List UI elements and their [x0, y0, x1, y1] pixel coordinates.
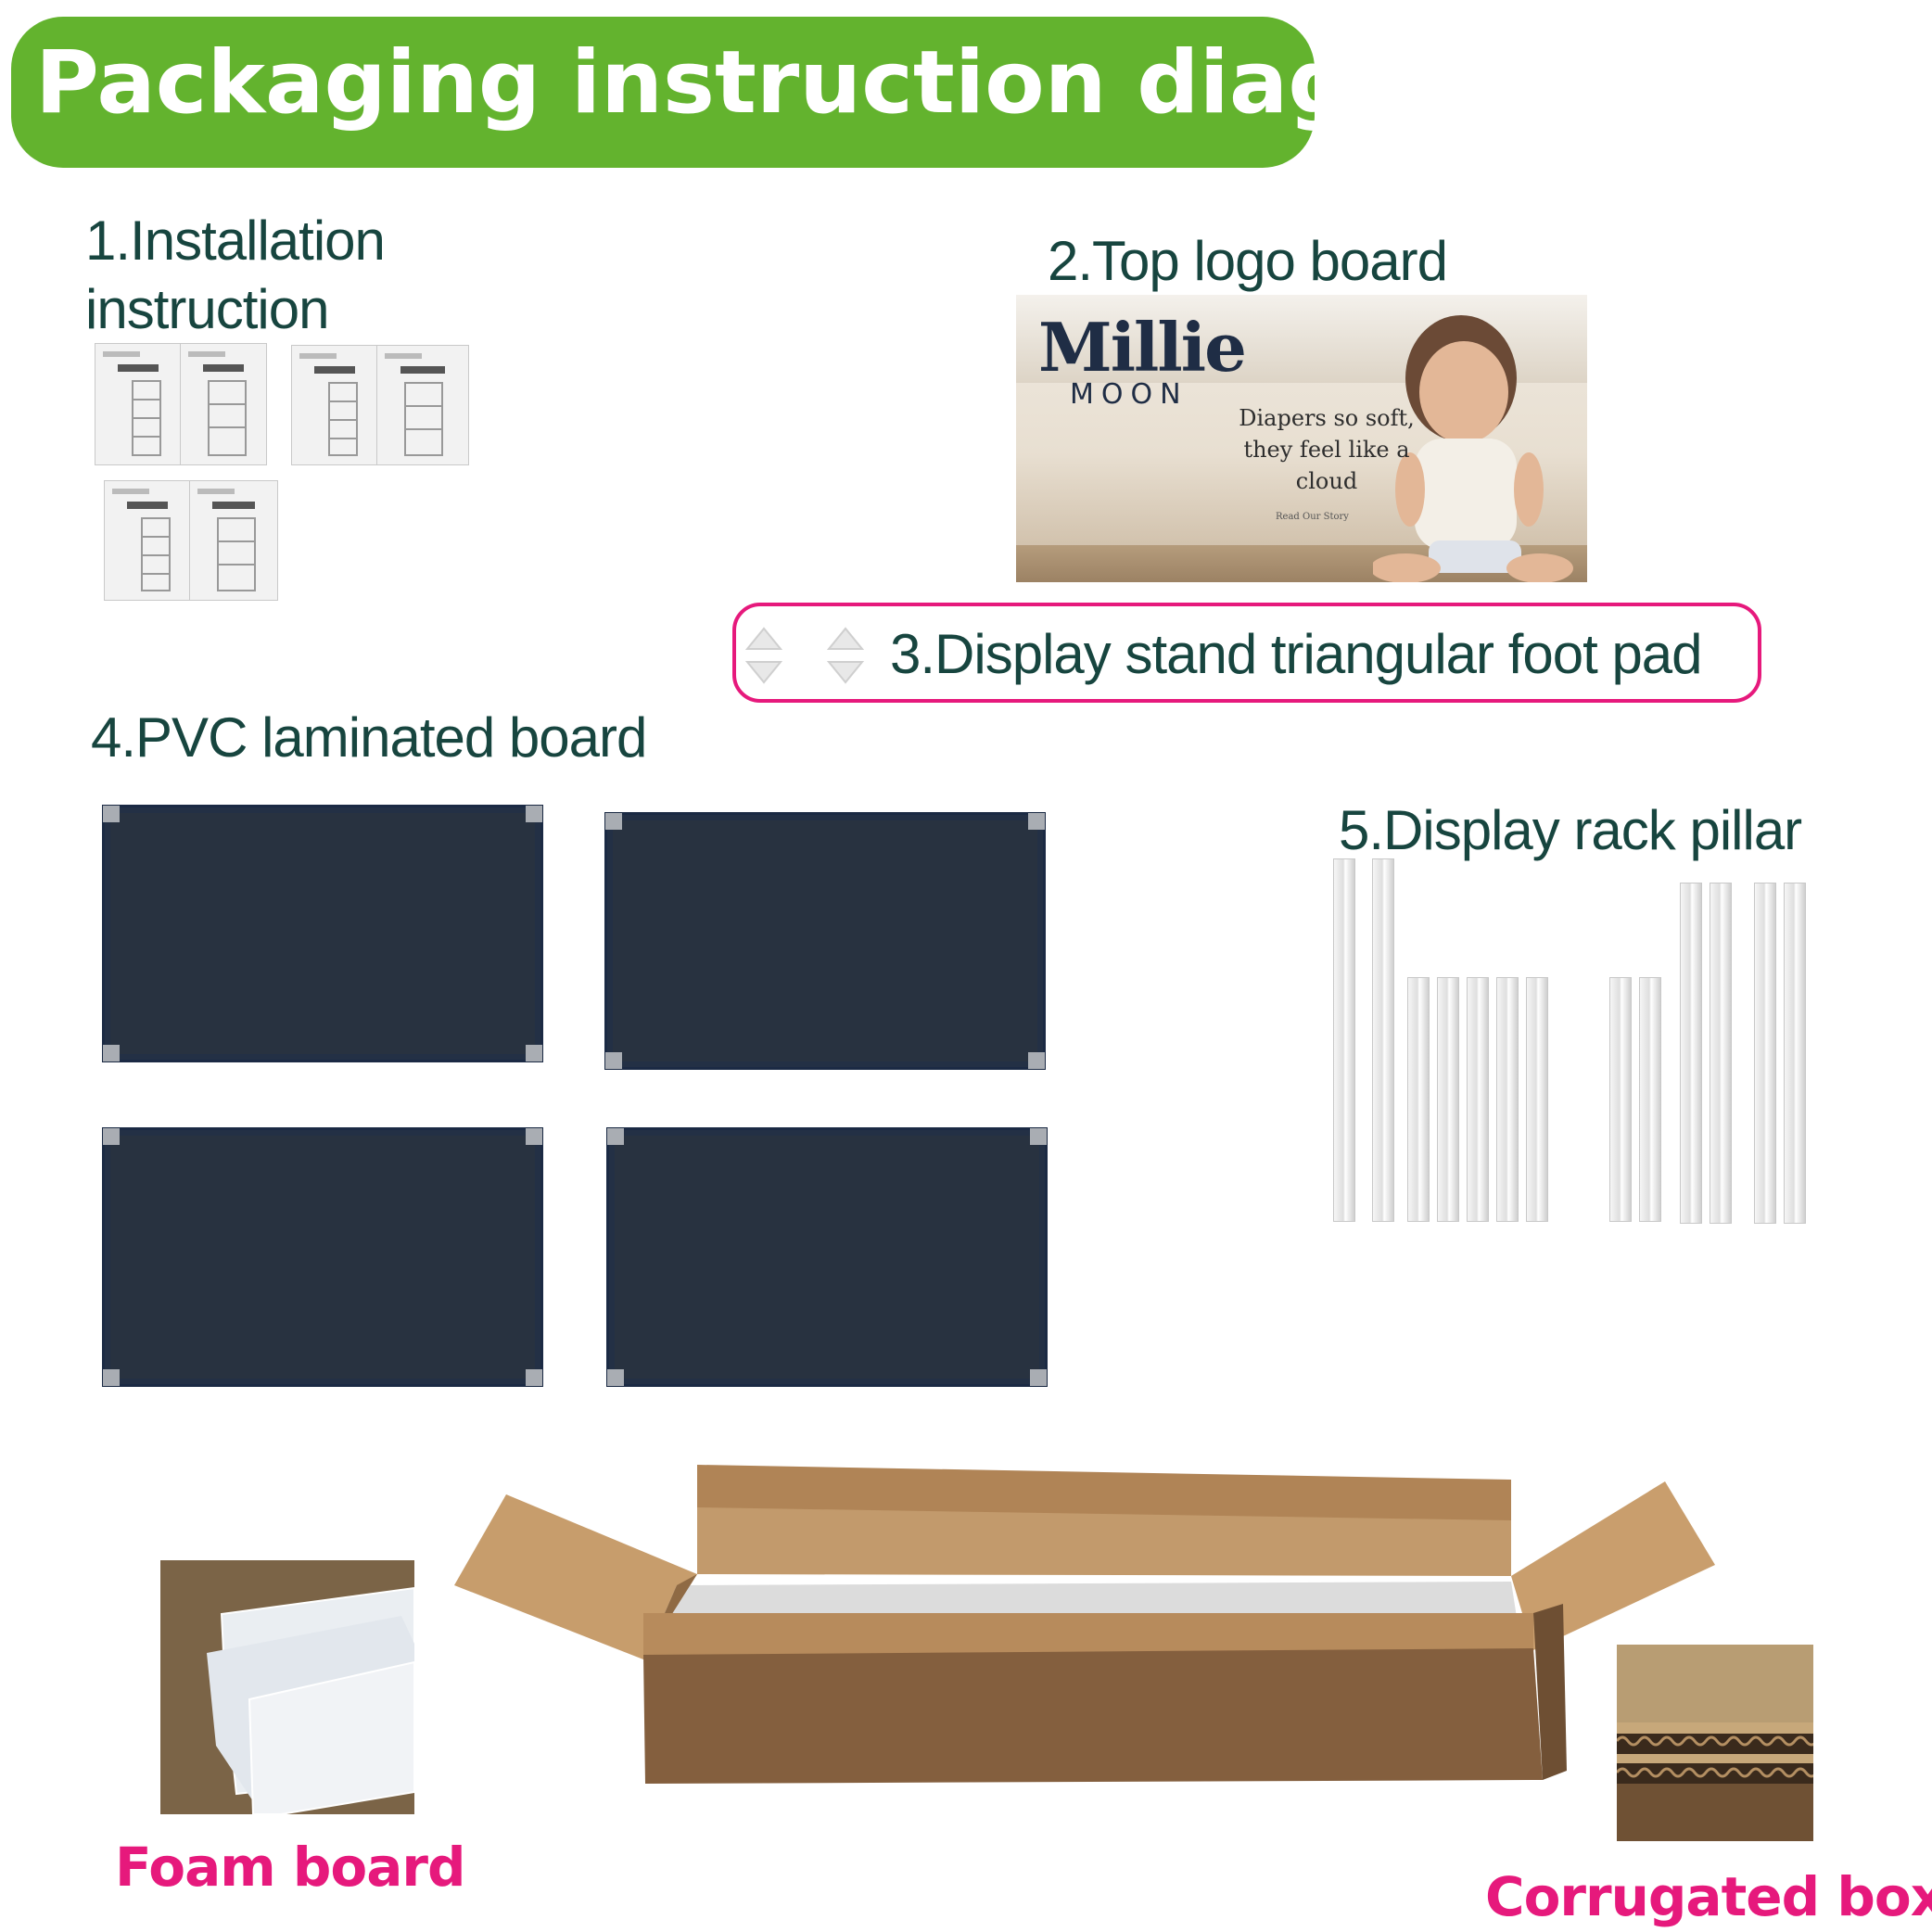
foot-pad-label: 3.Display stand triangular foot pad	[890, 623, 1703, 685]
page-title: Packaging instruction diagram	[35, 32, 1544, 133]
foot-pad-icons	[744, 627, 865, 684]
pillar	[1372, 858, 1394, 1222]
installation-label-line2: instruction	[85, 278, 329, 340]
logo-board-image: Millie MOON Diapers so soft, they feel l…	[1016, 295, 1587, 582]
pillar	[1496, 977, 1519, 1222]
pillar	[1407, 977, 1430, 1222]
tagline-line: cloud	[1295, 468, 1358, 494]
installation-sheets	[91, 341, 480, 601]
instruction-sheet	[376, 345, 469, 465]
brand-name: Millie	[1038, 308, 1247, 387]
pillar	[1754, 883, 1776, 1224]
pvc-board	[102, 1127, 543, 1387]
pvc-board-label: 4.PVC laminated board	[91, 706, 647, 769]
foot-pad-callout	[732, 603, 1761, 703]
pillar-group	[1331, 853, 1813, 1233]
tagline-line: they feel like a	[1243, 437, 1410, 463]
baby-photo	[1373, 315, 1573, 582]
foam-board-photo	[160, 1560, 414, 1814]
pillar-label: 5.Display rack pillar	[1339, 799, 1802, 861]
pillar	[1639, 977, 1661, 1222]
brand-tagline: Diapers so soft, they feel like a cloud	[1220, 402, 1433, 497]
installation-label-line1: 1.Installation	[85, 210, 386, 272]
pillar	[1680, 883, 1702, 1224]
shipping-box-illustration	[454, 1465, 1715, 1784]
pvc-board	[604, 812, 1046, 1070]
tagline-line: Diapers so soft,	[1239, 405, 1415, 431]
pillar	[1609, 977, 1632, 1222]
pillar	[1467, 977, 1489, 1222]
logo-board-label: 2.Top logo board	[1048, 230, 1448, 292]
instruction-sheet	[291, 345, 378, 465]
foam-board-label: Foam board	[115, 1836, 466, 1899]
brand-sub: MOON	[1070, 378, 1188, 411]
pillar	[1784, 883, 1806, 1224]
pvc-board	[606, 1127, 1048, 1387]
pillar	[1333, 858, 1355, 1222]
read-story-link: Read Our Story	[1276, 512, 1349, 522]
instruction-sheet	[180, 343, 267, 465]
corrugated-photo	[1617, 1645, 1813, 1841]
corrugated-box-label: Corrugated box	[1485, 1865, 1932, 1928]
title-banner	[11, 17, 1315, 168]
pillar	[1710, 883, 1732, 1224]
pvc-board	[102, 805, 543, 1062]
instruction-sheet	[189, 480, 278, 601]
instruction-sheet	[104, 480, 191, 601]
pillar	[1526, 977, 1548, 1222]
pillar	[1437, 977, 1459, 1222]
instruction-sheet	[95, 343, 182, 465]
